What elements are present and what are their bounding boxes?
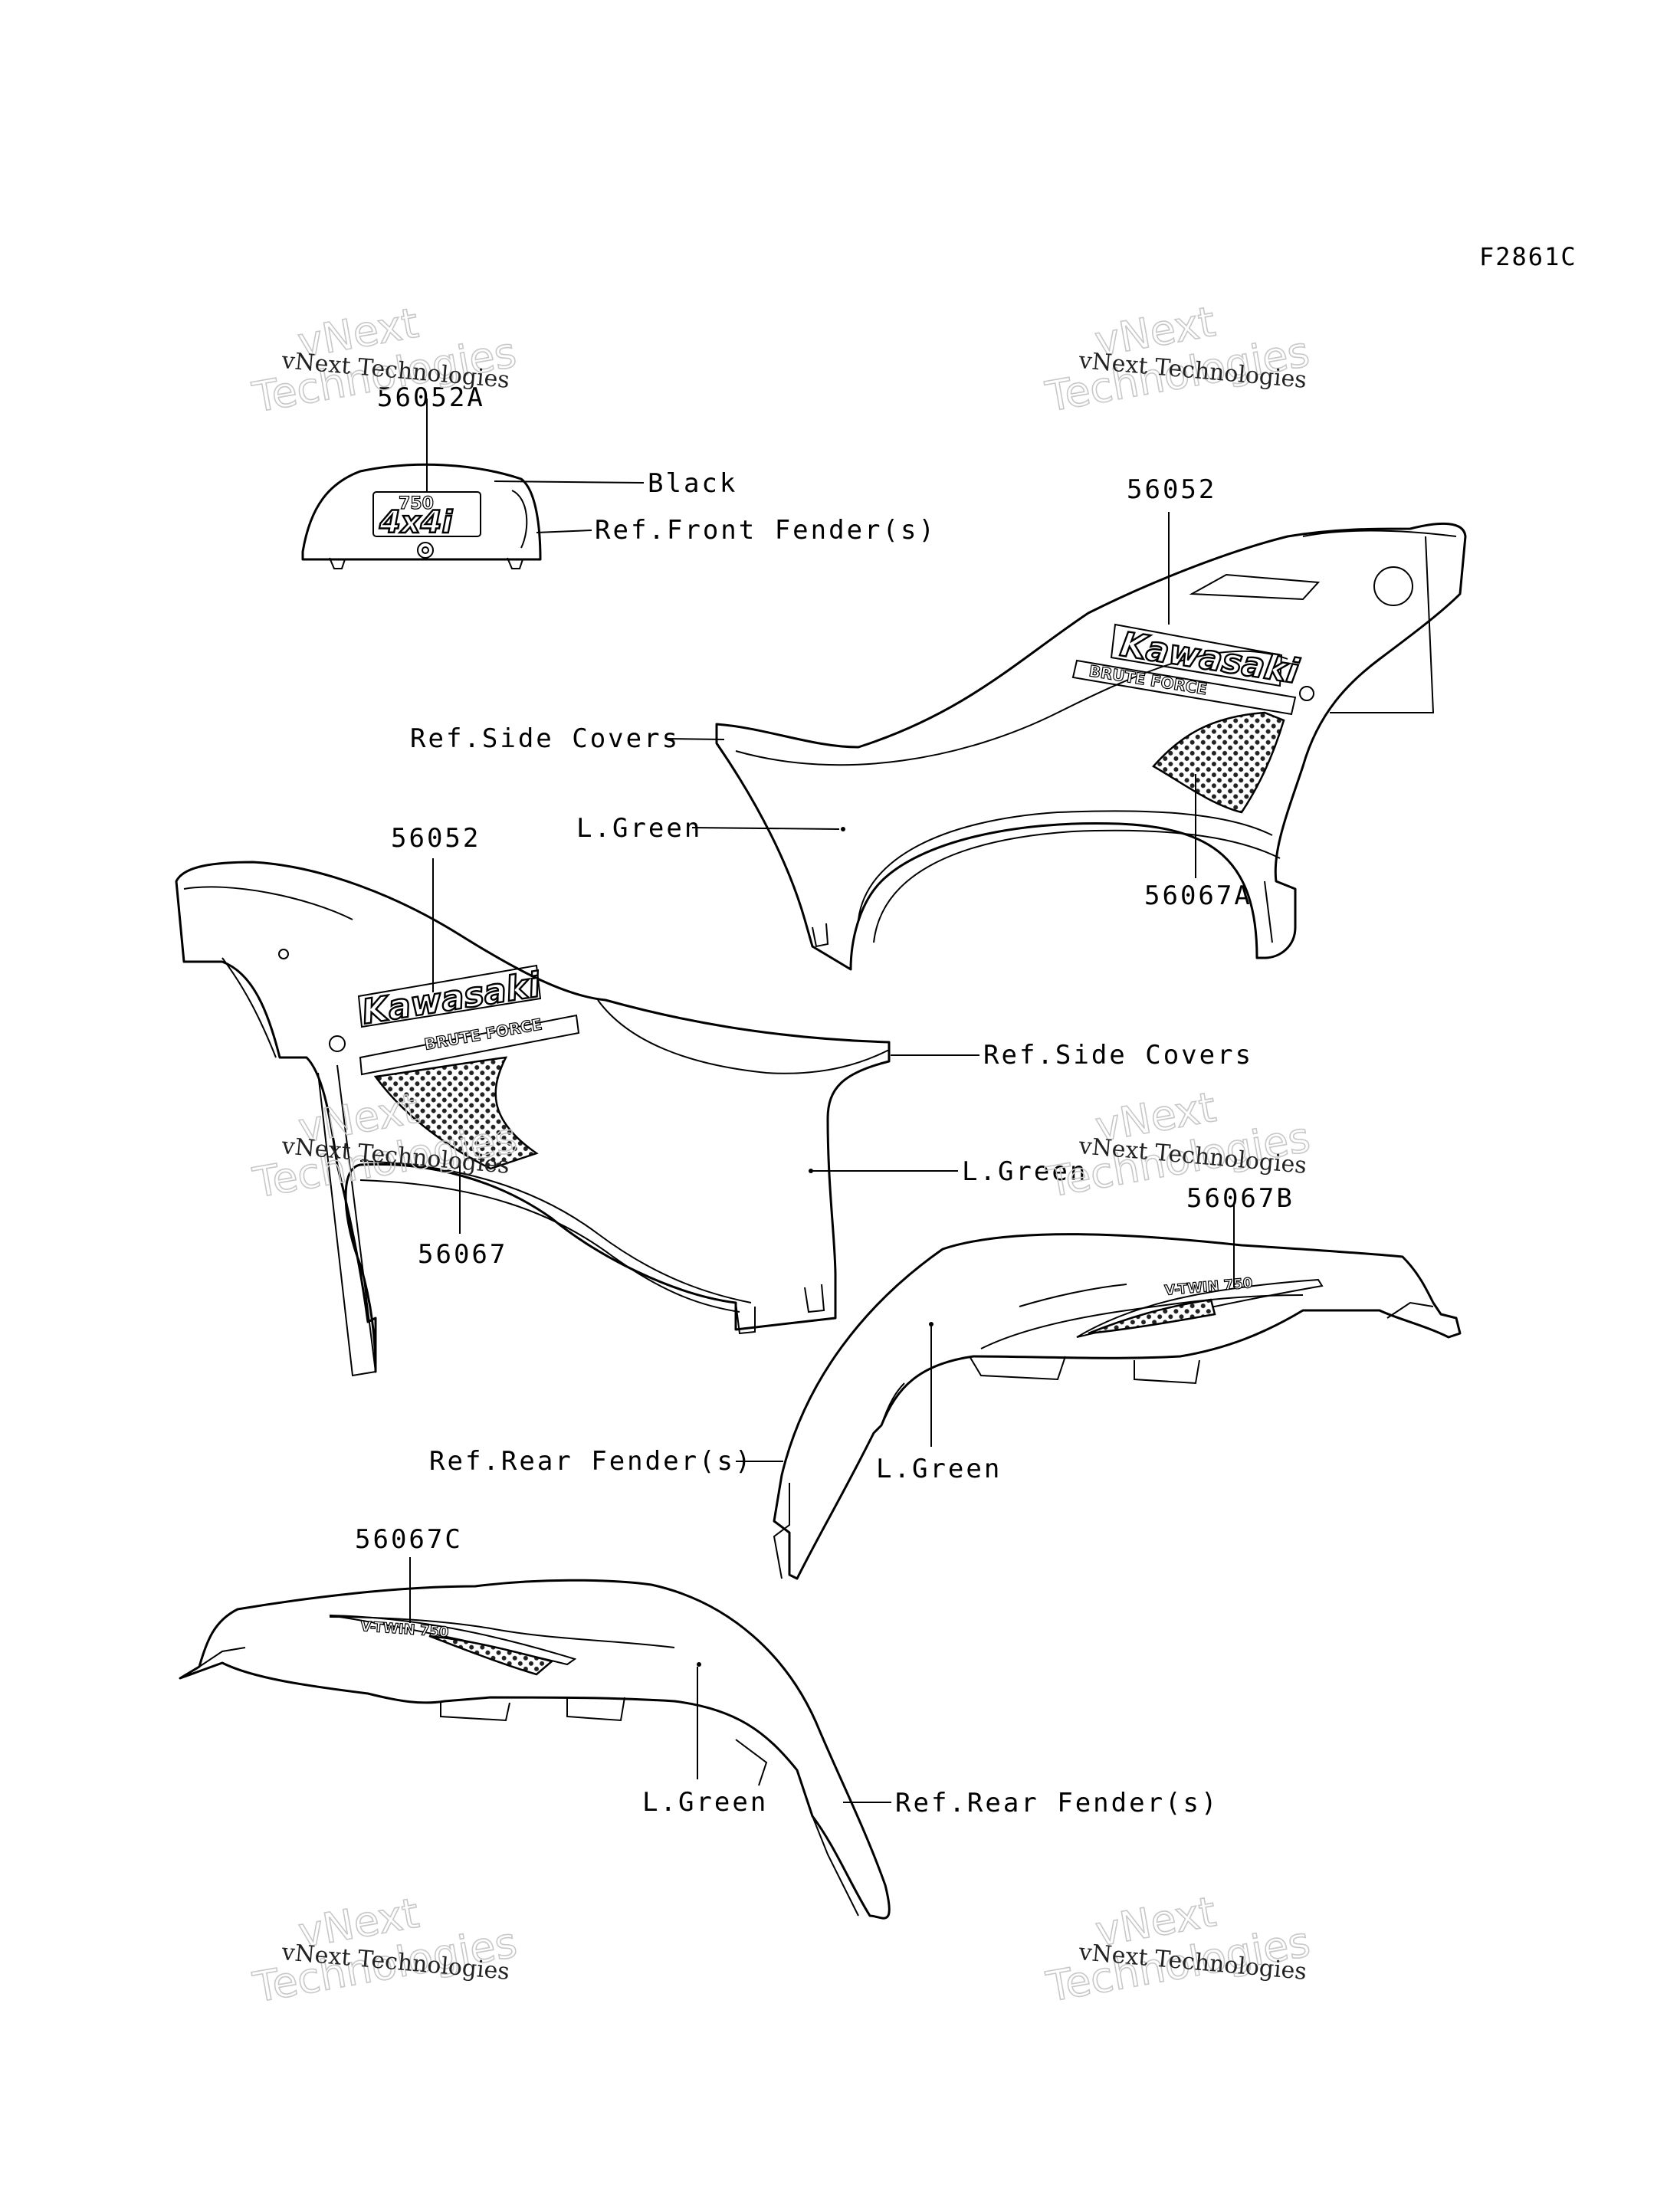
ref-front-fender-label: Ref.Front Fender(s)	[595, 515, 937, 546]
color-label-l-green-2: L.Green	[962, 1156, 1088, 1187]
part-number-56052-right: 56052	[1127, 474, 1216, 505]
figure-code: F2861C	[1479, 242, 1577, 271]
leader-ref-front-fender	[536, 530, 592, 533]
color-label-black: Black	[648, 468, 737, 499]
lead-dot-l-green-2	[809, 1169, 813, 1173]
color-label-l-green-1: L.Green	[576, 813, 702, 844]
rear-stripe-decal-left: V-TWIN 750	[329, 1615, 577, 1676]
badge-main-text: 4x4i	[379, 505, 453, 540]
4x4-badge-decal: 750 4x4i	[372, 491, 481, 541]
mesh-decal-56067a	[1152, 711, 1285, 814]
part-number-56067b: 56067B	[1186, 1183, 1294, 1214]
badge-top-text: 750	[399, 494, 434, 513]
ref-rear-fender-label-1: Ref.Rear Fender(s)	[429, 1446, 753, 1477]
color-label-l-green-3: L.Green	[876, 1454, 1002, 1484]
ref-side-covers-label-2: Ref.Side Covers	[983, 1040, 1253, 1071]
mesh-decal-56067	[373, 1056, 539, 1170]
lead-dot-l-green-4	[697, 1662, 701, 1667]
leader-l-green-1	[691, 827, 840, 830]
front-fender-piece	[301, 463, 542, 569]
right-side-cover-piece	[715, 522, 1467, 971]
watermark-top-right: vNext Technologies	[1042, 297, 1314, 421]
color-label-l-green-4: L.Green	[642, 1787, 768, 1818]
part-number-56052-left: 56052	[391, 823, 481, 854]
lead-dot-l-green-1	[841, 827, 845, 831]
ref-side-covers-label-1: Ref.Side Covers	[410, 723, 680, 754]
leader-black	[494, 480, 645, 484]
part-number-56067: 56067	[418, 1239, 507, 1270]
ref-rear-fender-label-2: Ref.Rear Fender(s)	[895, 1788, 1219, 1818]
part-number-56067c: 56067C	[355, 1524, 463, 1555]
watermark-bottom-right: vNext Technologies	[1042, 1887, 1314, 2012]
left-side-cover-piece	[175, 861, 891, 1377]
rear-fender-piece-left	[179, 1579, 891, 1920]
part-number-56052a: 56052A	[377, 382, 485, 413]
lead-dot-l-green-3	[929, 1322, 934, 1326]
rear-fender-piece-right	[773, 1233, 1462, 1580]
part-number-56067a: 56067A	[1144, 880, 1252, 911]
